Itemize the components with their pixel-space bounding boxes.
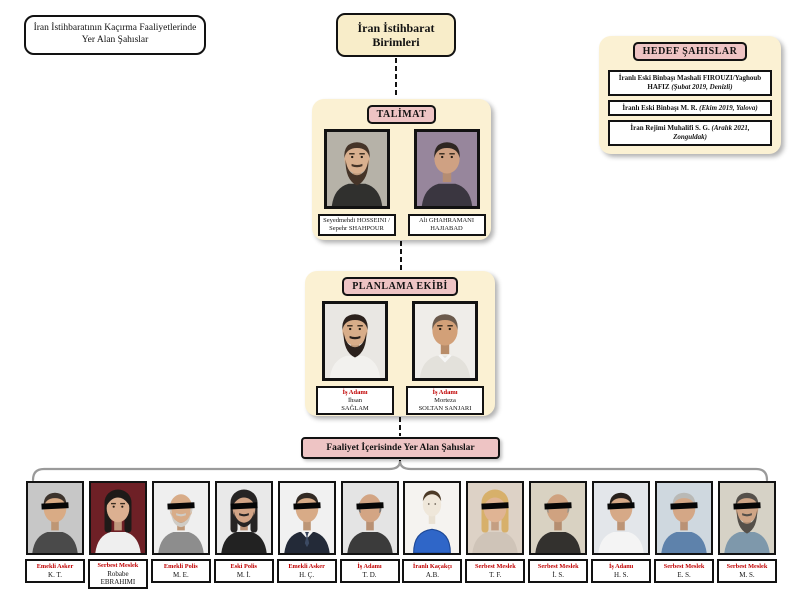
portrait-photo bbox=[323, 129, 390, 209]
faaliyet-header: Faaliyet İçerisinde Yer Alan Şahıslar bbox=[301, 437, 500, 459]
person-card: İş Adamı H. S. bbox=[591, 481, 652, 589]
portrait-photo bbox=[322, 301, 388, 381]
portrait-photo bbox=[413, 129, 480, 209]
person-name: M. E. bbox=[172, 570, 189, 579]
hedef-item-note: (Şubat 2019, Denizli) bbox=[669, 82, 733, 91]
person-name: H. Ç. bbox=[299, 570, 315, 579]
portrait-photo bbox=[592, 481, 651, 555]
person-label: Serbest Meslek T. F. bbox=[465, 559, 526, 583]
persons-row: Emekli Asker K. T. Serbest Meslek Robabe… bbox=[25, 481, 777, 590]
portrait-photo bbox=[466, 481, 525, 555]
person-role: Emekli Asker bbox=[36, 563, 74, 571]
person-card: Serbest Meslek Robabe EBRAHIMI bbox=[87, 481, 148, 590]
hedef-item-text: İranlı Eski Binbaşı Mashali FIROUZI/Yagh… bbox=[618, 74, 762, 91]
person-label: Serbest Meslek İ. S. bbox=[528, 559, 589, 583]
person-role: İş Adamı bbox=[357, 563, 382, 571]
person-card: Emekli Asker K. T. bbox=[25, 481, 85, 589]
portrait-photo bbox=[340, 481, 399, 555]
member-role: İş Adamı bbox=[432, 389, 458, 396]
person-label: Serbest Meslek Robabe EBRAHIMI bbox=[87, 559, 148, 590]
talimat-panel: TALİMAT Seyedmehdi HOSSEINI / Sepehr SHA… bbox=[312, 99, 491, 240]
person-label: Eski Polis M. İ. bbox=[213, 559, 274, 583]
person-name: T. D. bbox=[362, 570, 377, 579]
hedef-item: İranlı Eski Binbaşı M. R. (Ekim 2019, Ya… bbox=[608, 99, 772, 117]
person-name: E. S. bbox=[677, 570, 691, 579]
planlama-panel: PLANLAMA EKİBİ İş Adamı İhsan SAĞLAM İş … bbox=[305, 271, 495, 416]
member-name: İhsan SAĞLAM bbox=[341, 396, 369, 412]
curly-brace bbox=[31, 460, 769, 482]
portrait-photo bbox=[717, 481, 776, 555]
person-label: Emekli Asker H. Ç. bbox=[276, 559, 337, 583]
hedef-item-text: İranlı Eski Binbaşı M. R. bbox=[622, 103, 698, 112]
person-role: Emekli Polis bbox=[163, 563, 198, 571]
portrait-photo bbox=[26, 481, 84, 555]
hedef-item: İranlı Eski Binbaşı Mashali FIROUZI/Yagh… bbox=[608, 70, 772, 96]
portrait-photo bbox=[529, 481, 588, 555]
person-role: İranlı Kaçakçı bbox=[412, 563, 452, 571]
person-label: Emekli Asker K. T. bbox=[25, 559, 85, 583]
portrait-photo bbox=[151, 481, 210, 555]
person-card: Serbest Meslek M. S. bbox=[716, 481, 777, 589]
person-card: İranlı Kaçakçı A.B. bbox=[402, 481, 463, 589]
person-name: Robabe EBRAHIMI bbox=[100, 569, 136, 586]
person-label: İranlı Kaçakçı A.B. bbox=[402, 559, 463, 583]
hedef-item: İran Rejimi Muhalifi S. G. (Aralık 2021,… bbox=[608, 120, 772, 146]
legend-box: İran İstihbaratının Kaçırma Faaliyetleri… bbox=[24, 15, 206, 55]
person-role: Eski Polis bbox=[230, 563, 257, 571]
person-label: Serbest Meslek E. S. bbox=[654, 559, 715, 583]
person-name: İ. S. bbox=[552, 570, 564, 579]
portrait-photo bbox=[412, 301, 478, 381]
member-name: Morteza SOLTAN SANJARI bbox=[418, 396, 472, 412]
person-card: Serbest Meslek İ. S. bbox=[528, 481, 589, 589]
hedef-item-note: (Aralık 2021, Zonguldak) bbox=[673, 124, 750, 141]
member-role: İş Adamı bbox=[342, 389, 368, 396]
member-name-label: İş Adamı İhsan SAĞLAM bbox=[316, 386, 394, 416]
root-title: İran İstihbarat Birimleri bbox=[336, 13, 456, 57]
portrait-photo bbox=[277, 481, 336, 555]
hedef-item-text: İran Rejimi Muhalifi S. G. bbox=[630, 124, 710, 133]
member-name-label: İş Adamı Morteza SOLTAN SANJARI bbox=[406, 386, 484, 416]
talimat-header: TALİMAT bbox=[366, 105, 437, 124]
person-name: A.B. bbox=[425, 570, 440, 579]
member-name-label: Ali GHAHRAMANI HAJIABAD bbox=[407, 214, 486, 236]
person-card: Eski Polis M. İ. bbox=[213, 481, 274, 589]
person-role: Serbest Meslek bbox=[663, 563, 705, 571]
member-name-label: Seyedmehdi HOSSEINI / Sepehr SHAHPOUR bbox=[317, 214, 396, 236]
person-name: K. T. bbox=[48, 570, 62, 579]
person-label: İş Adamı T. D. bbox=[339, 559, 400, 583]
person-name: M. S. bbox=[739, 570, 755, 579]
portrait-photo bbox=[214, 481, 273, 555]
person-role: Serbest Meslek bbox=[537, 563, 579, 571]
person-card: Serbest Meslek T. F. bbox=[465, 481, 526, 589]
person-role: Serbest Meslek bbox=[97, 562, 139, 569]
person-label: Emekli Polis M. E. bbox=[150, 559, 211, 583]
person-card: Serbest Meslek E. S. bbox=[654, 481, 715, 589]
hedef-item-note: (Ekim 2019, Yalova) bbox=[697, 103, 758, 112]
hedef-header: HEDEF ŞAHISLAR bbox=[632, 42, 748, 61]
person-role: Serbest Meslek bbox=[474, 563, 516, 571]
person-role: İş Adamı bbox=[608, 563, 634, 571]
portrait-photo bbox=[403, 481, 462, 555]
hedef-panel: HEDEF ŞAHISLAR İranlı Eski Binbaşı Masha… bbox=[599, 36, 781, 154]
person-label: İş Adamı H. S. bbox=[591, 559, 652, 583]
person-role: Serbest Meslek bbox=[726, 563, 768, 571]
person-card: Emekli Asker H. Ç. bbox=[276, 481, 337, 589]
portrait-photo bbox=[88, 481, 147, 555]
person-name: T. F. bbox=[489, 570, 502, 579]
person-role: Emekli Asker bbox=[288, 563, 325, 571]
person-name: H. S. bbox=[614, 570, 629, 579]
planlama-header: PLANLAMA EKİBİ bbox=[342, 277, 458, 296]
person-card: İş Adamı T. D. bbox=[339, 481, 400, 589]
person-card: Emekli Polis M. E. bbox=[150, 481, 211, 589]
person-label: Serbest Meslek M. S. bbox=[716, 559, 777, 583]
person-name: M. İ. bbox=[236, 570, 251, 579]
portrait-photo bbox=[655, 481, 714, 555]
